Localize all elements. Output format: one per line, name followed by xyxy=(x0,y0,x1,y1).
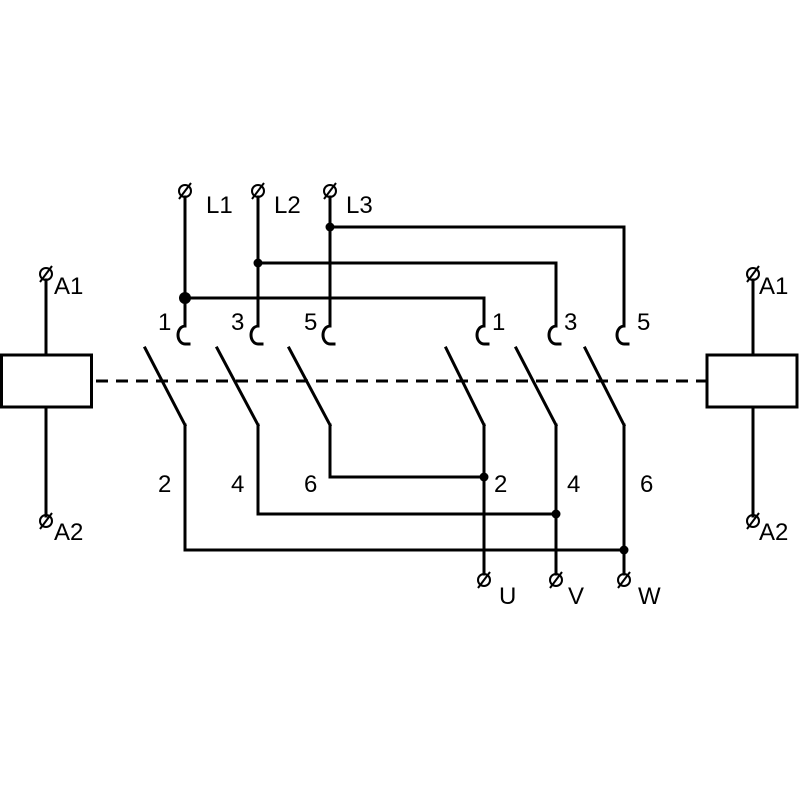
terminal-w xyxy=(617,571,631,589)
terminal-u xyxy=(477,571,491,589)
terminal-a1-left xyxy=(39,265,53,283)
contact-left-bottom-6: 6 xyxy=(304,471,317,498)
contact-left-top-5: 5 xyxy=(304,309,317,336)
junction-dot-u xyxy=(479,472,489,482)
junction-dot-l3 xyxy=(325,222,335,232)
label-u: U xyxy=(499,583,516,610)
label-a1-left: A1 xyxy=(54,273,83,300)
coil-left: A1 A2 xyxy=(0,265,93,546)
junction-dot-l1 xyxy=(179,292,191,304)
junction-dot-v xyxy=(551,509,561,519)
contact-left-top-3: 3 xyxy=(231,309,244,336)
contact-left-bottom-4: 4 xyxy=(231,471,244,498)
terminal-a1-right xyxy=(746,265,760,283)
contact-right-top-3: 3 xyxy=(564,309,577,336)
terminal-a2-left xyxy=(39,512,53,530)
contact-left-top-1: 1 xyxy=(158,309,171,336)
junction-dot-l2 xyxy=(253,258,263,268)
contact-left-bottom-2: 2 xyxy=(158,471,171,498)
supply-wiring xyxy=(183,195,626,328)
junction-dot-w xyxy=(619,545,629,555)
label-w: W xyxy=(638,583,661,610)
contact-right-bottom-6: 6 xyxy=(640,471,653,498)
coil-left-box xyxy=(0,353,93,409)
label-a2-right: A2 xyxy=(759,519,788,546)
label-l1: L1 xyxy=(206,192,233,219)
coil-right: A1 A2 xyxy=(705,265,799,546)
contact-hooks-top xyxy=(176,324,630,346)
coil-right-box xyxy=(705,353,799,409)
terminal-v xyxy=(549,571,563,589)
contact-right-bottom-4: 4 xyxy=(567,471,580,498)
contact-blades xyxy=(142,345,627,428)
label-a1-right: A1 xyxy=(759,273,788,300)
terminal-a2-right xyxy=(746,512,760,530)
contact-right-bottom-2: 2 xyxy=(494,471,507,498)
output-wiring xyxy=(183,423,626,576)
label-v: V xyxy=(568,583,584,610)
contact-right-top-1: 1 xyxy=(492,309,505,336)
terminal-l3 xyxy=(323,182,337,200)
label-a2-left: A2 xyxy=(54,519,83,546)
label-l3: L3 xyxy=(346,192,373,219)
terminal-l2 xyxy=(251,182,265,200)
contact-right-top-5: 5 xyxy=(637,309,650,336)
terminal-l1 xyxy=(178,182,192,200)
label-l2: L2 xyxy=(274,192,301,219)
